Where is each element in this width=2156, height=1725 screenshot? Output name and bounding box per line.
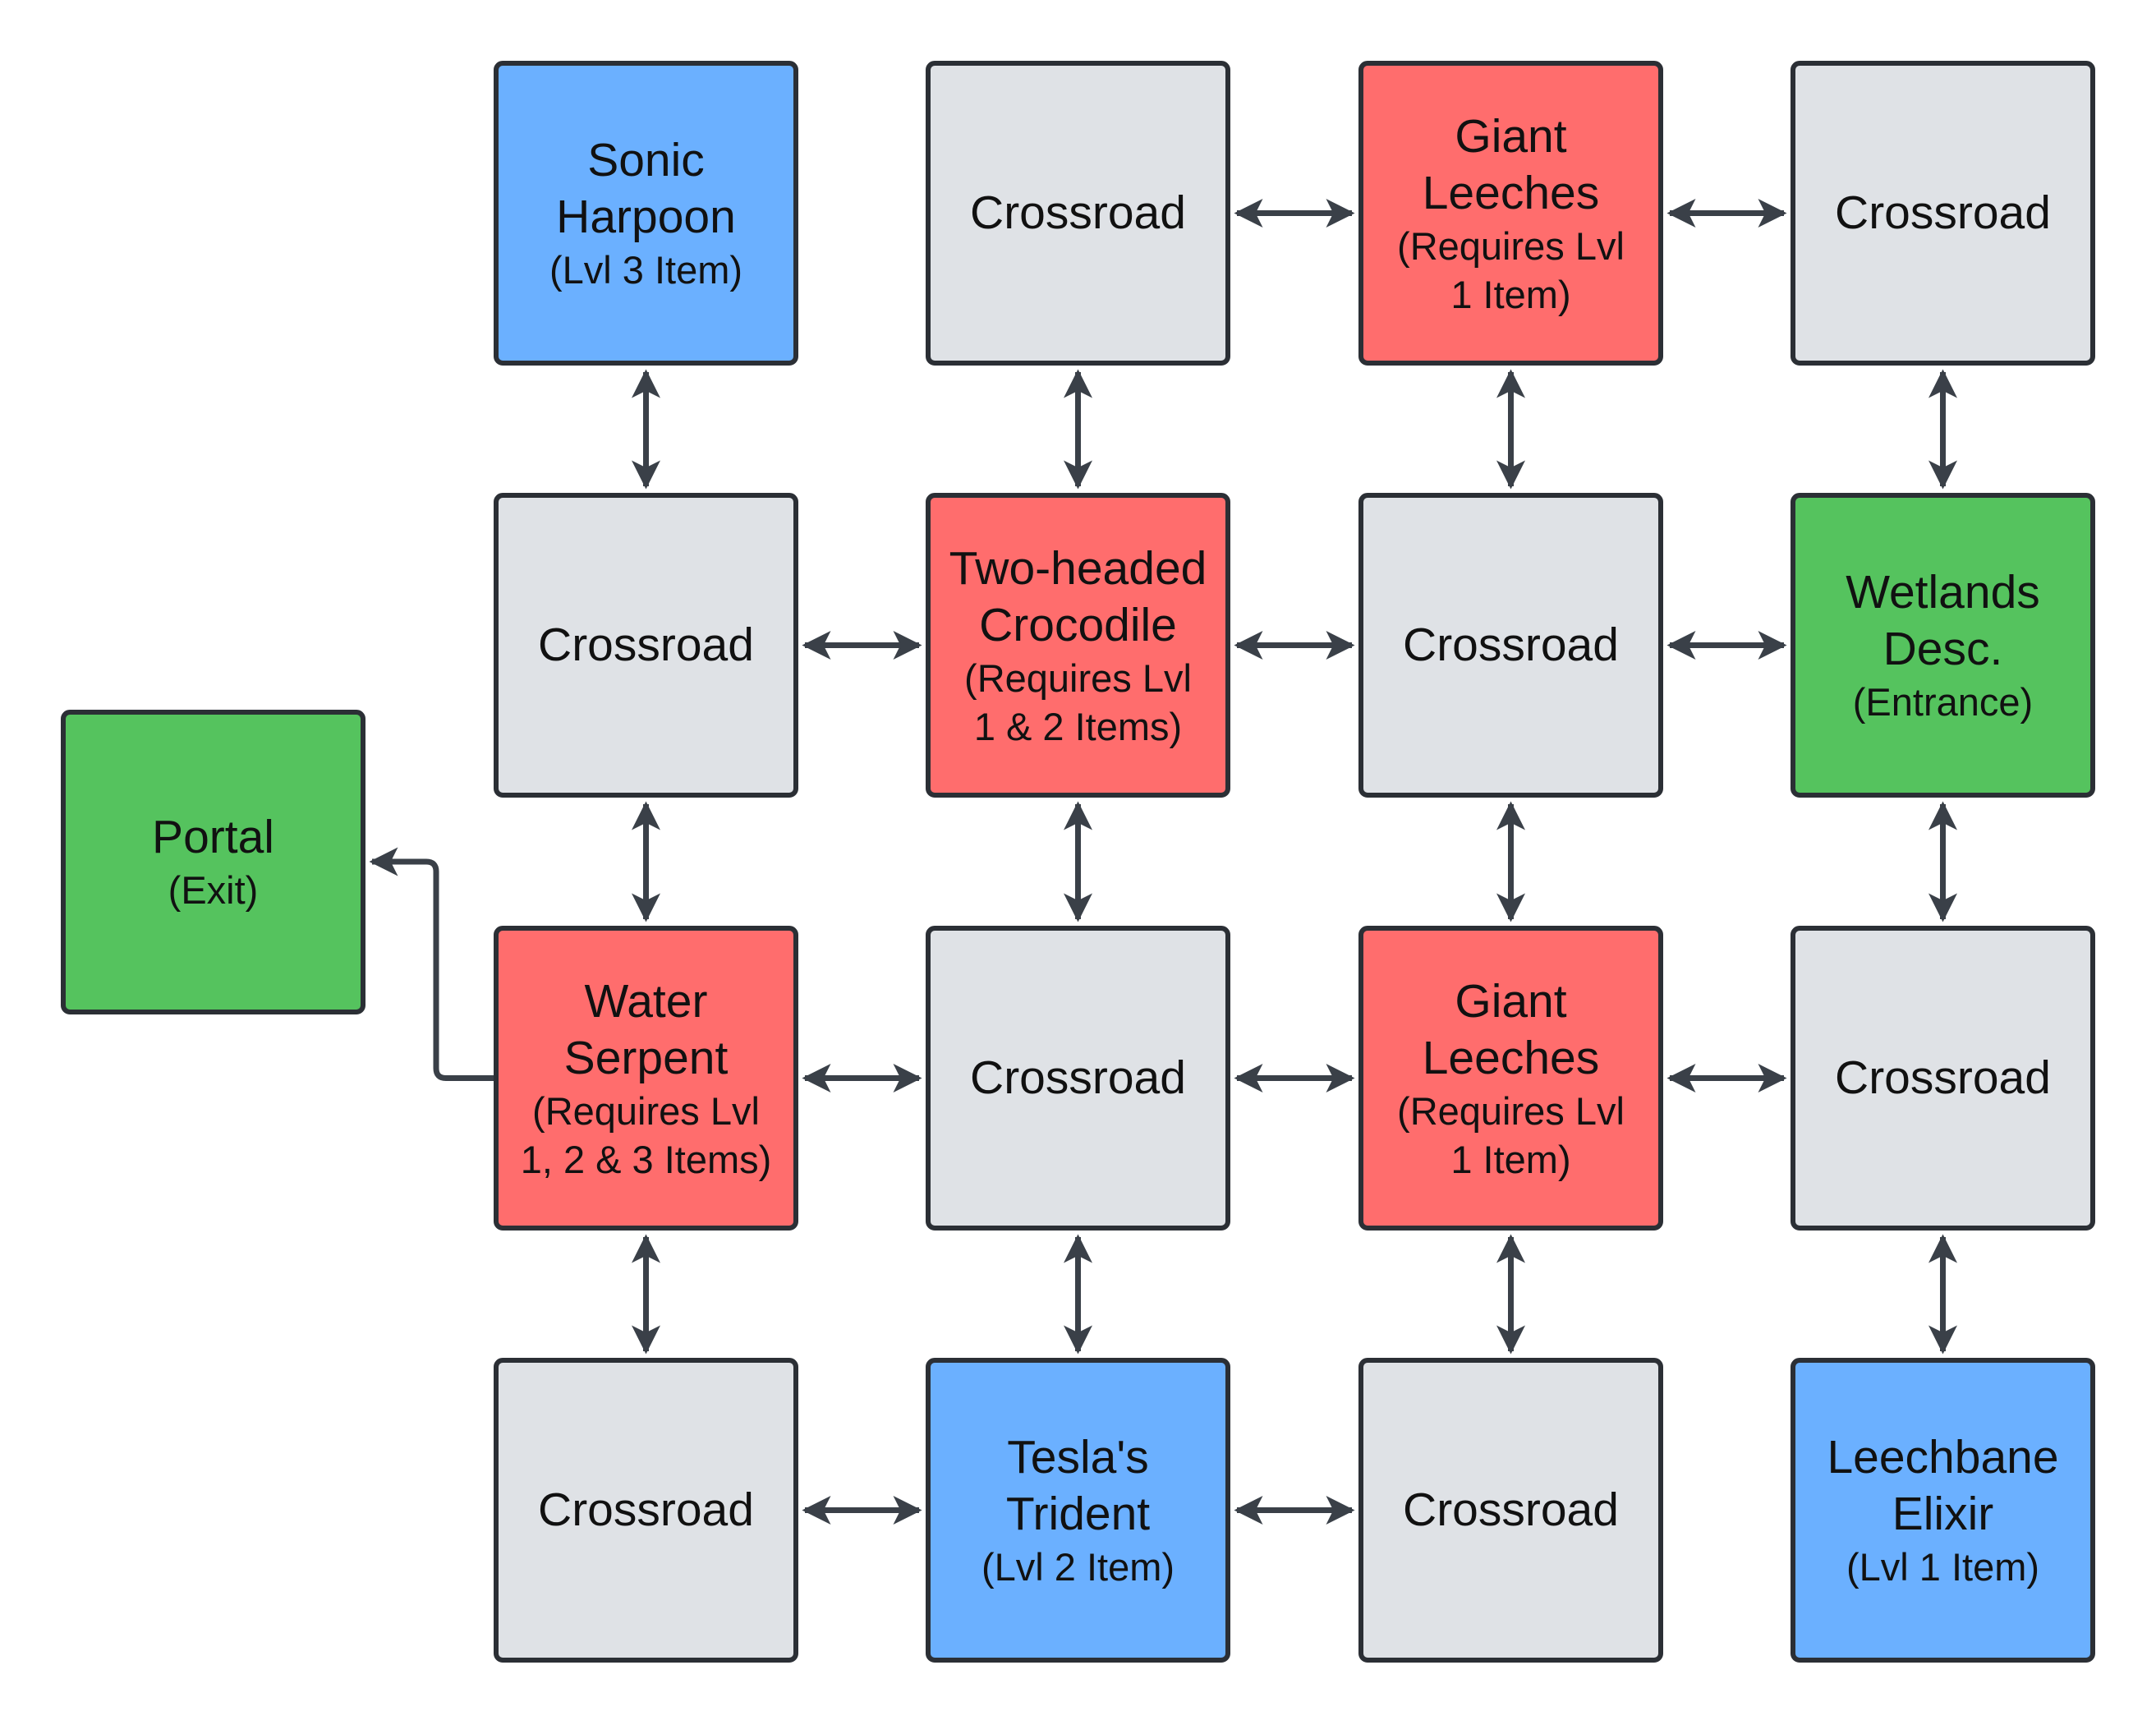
room-subtitle: (Entrance) (1852, 680, 2034, 724)
room-title: Crossroad (1403, 619, 1619, 671)
room-crossroad-r0c2: Crossroad (926, 61, 1230, 366)
room-title: Portal (152, 811, 274, 863)
room-giant-leeches-mid: Giant Leeches(Requires Lvl 1 Item) (1358, 926, 1663, 1230)
room-crossroad-r1c1: Crossroad (494, 493, 798, 798)
room-crossroad-r3c1: Crossroad (494, 1358, 798, 1663)
room-subtitle: (Requires Lvl 1, 2 & 3 Items) (520, 1088, 772, 1181)
room-title: Crossroad (538, 1484, 754, 1536)
room-title: Crossroad (970, 1051, 1186, 1104)
room-subtitle: (Requires Lvl 1 Item) (1397, 223, 1625, 316)
room-giant-leeches-top: Giant Leeches(Requires Lvl 1 Item) (1358, 61, 1663, 366)
room-title: Sonic Harpoon (556, 134, 736, 243)
room-title: Giant Leeches (1422, 974, 1600, 1084)
room-title: Leechbane Elixir (1827, 1431, 2059, 1540)
room-teslas-trident: Tesla's Trident (Lvl 2 Item) (926, 1358, 1230, 1663)
room-crossroad-r0c4: Crossroad (1791, 61, 2095, 366)
room-crossroad-r3c3: Crossroad (1358, 1358, 1663, 1663)
room-two-headed-crocodile: Two-headed Crocodile(Requires Lvl 1 & 2 … (926, 493, 1230, 798)
connector-water-serpent-to-portal (369, 847, 494, 1081)
room-title: Crossroad (1835, 1051, 2051, 1104)
room-subtitle: (Lvl 1 Item) (1846, 1545, 2040, 1589)
room-title: Tesla's Trident (1005, 1431, 1151, 1540)
room-wetlands-desc: Wetlands Desc. (Entrance) (1791, 493, 2095, 798)
room-title: Crossroad (1403, 1484, 1619, 1536)
room-crossroad-r2c4: Crossroad (1791, 926, 2095, 1230)
room-title: Crossroad (538, 619, 754, 671)
room-subtitle: (Requires Lvl 1 Item) (1397, 1088, 1625, 1181)
room-leechbane-elixir: Leechbane Elixir (Lvl 1 Item) (1791, 1358, 2095, 1663)
room-subtitle: (Requires Lvl 1 & 2 Items) (964, 656, 1192, 748)
room-subtitle: (Lvl 3 Item) (549, 248, 743, 292)
room-crossroad-r1c3: Crossroad (1358, 493, 1663, 798)
room-title: Crossroad (970, 186, 1186, 239)
room-title: Water Serpent (563, 974, 729, 1084)
room-title: Giant Leeches (1422, 109, 1600, 219)
room-subtitle: (Exit) (168, 868, 259, 912)
room-portal: Portal (Exit) (61, 709, 365, 1014)
room-sonic-harpoon: Sonic Harpoon (Lvl 3 Item) (494, 61, 798, 366)
room-water-serpent: Water Serpent(Requires Lvl 1, 2 & 3 Item… (494, 926, 798, 1230)
room-title: Two-headed Crocodile (949, 541, 1207, 651)
room-crossroad-r2c2: Crossroad (926, 926, 1230, 1230)
room-title: Crossroad (1835, 186, 2051, 239)
room-title: Wetlands Desc. (1846, 566, 2040, 675)
room-subtitle: (Lvl 2 Item) (981, 1545, 1175, 1589)
